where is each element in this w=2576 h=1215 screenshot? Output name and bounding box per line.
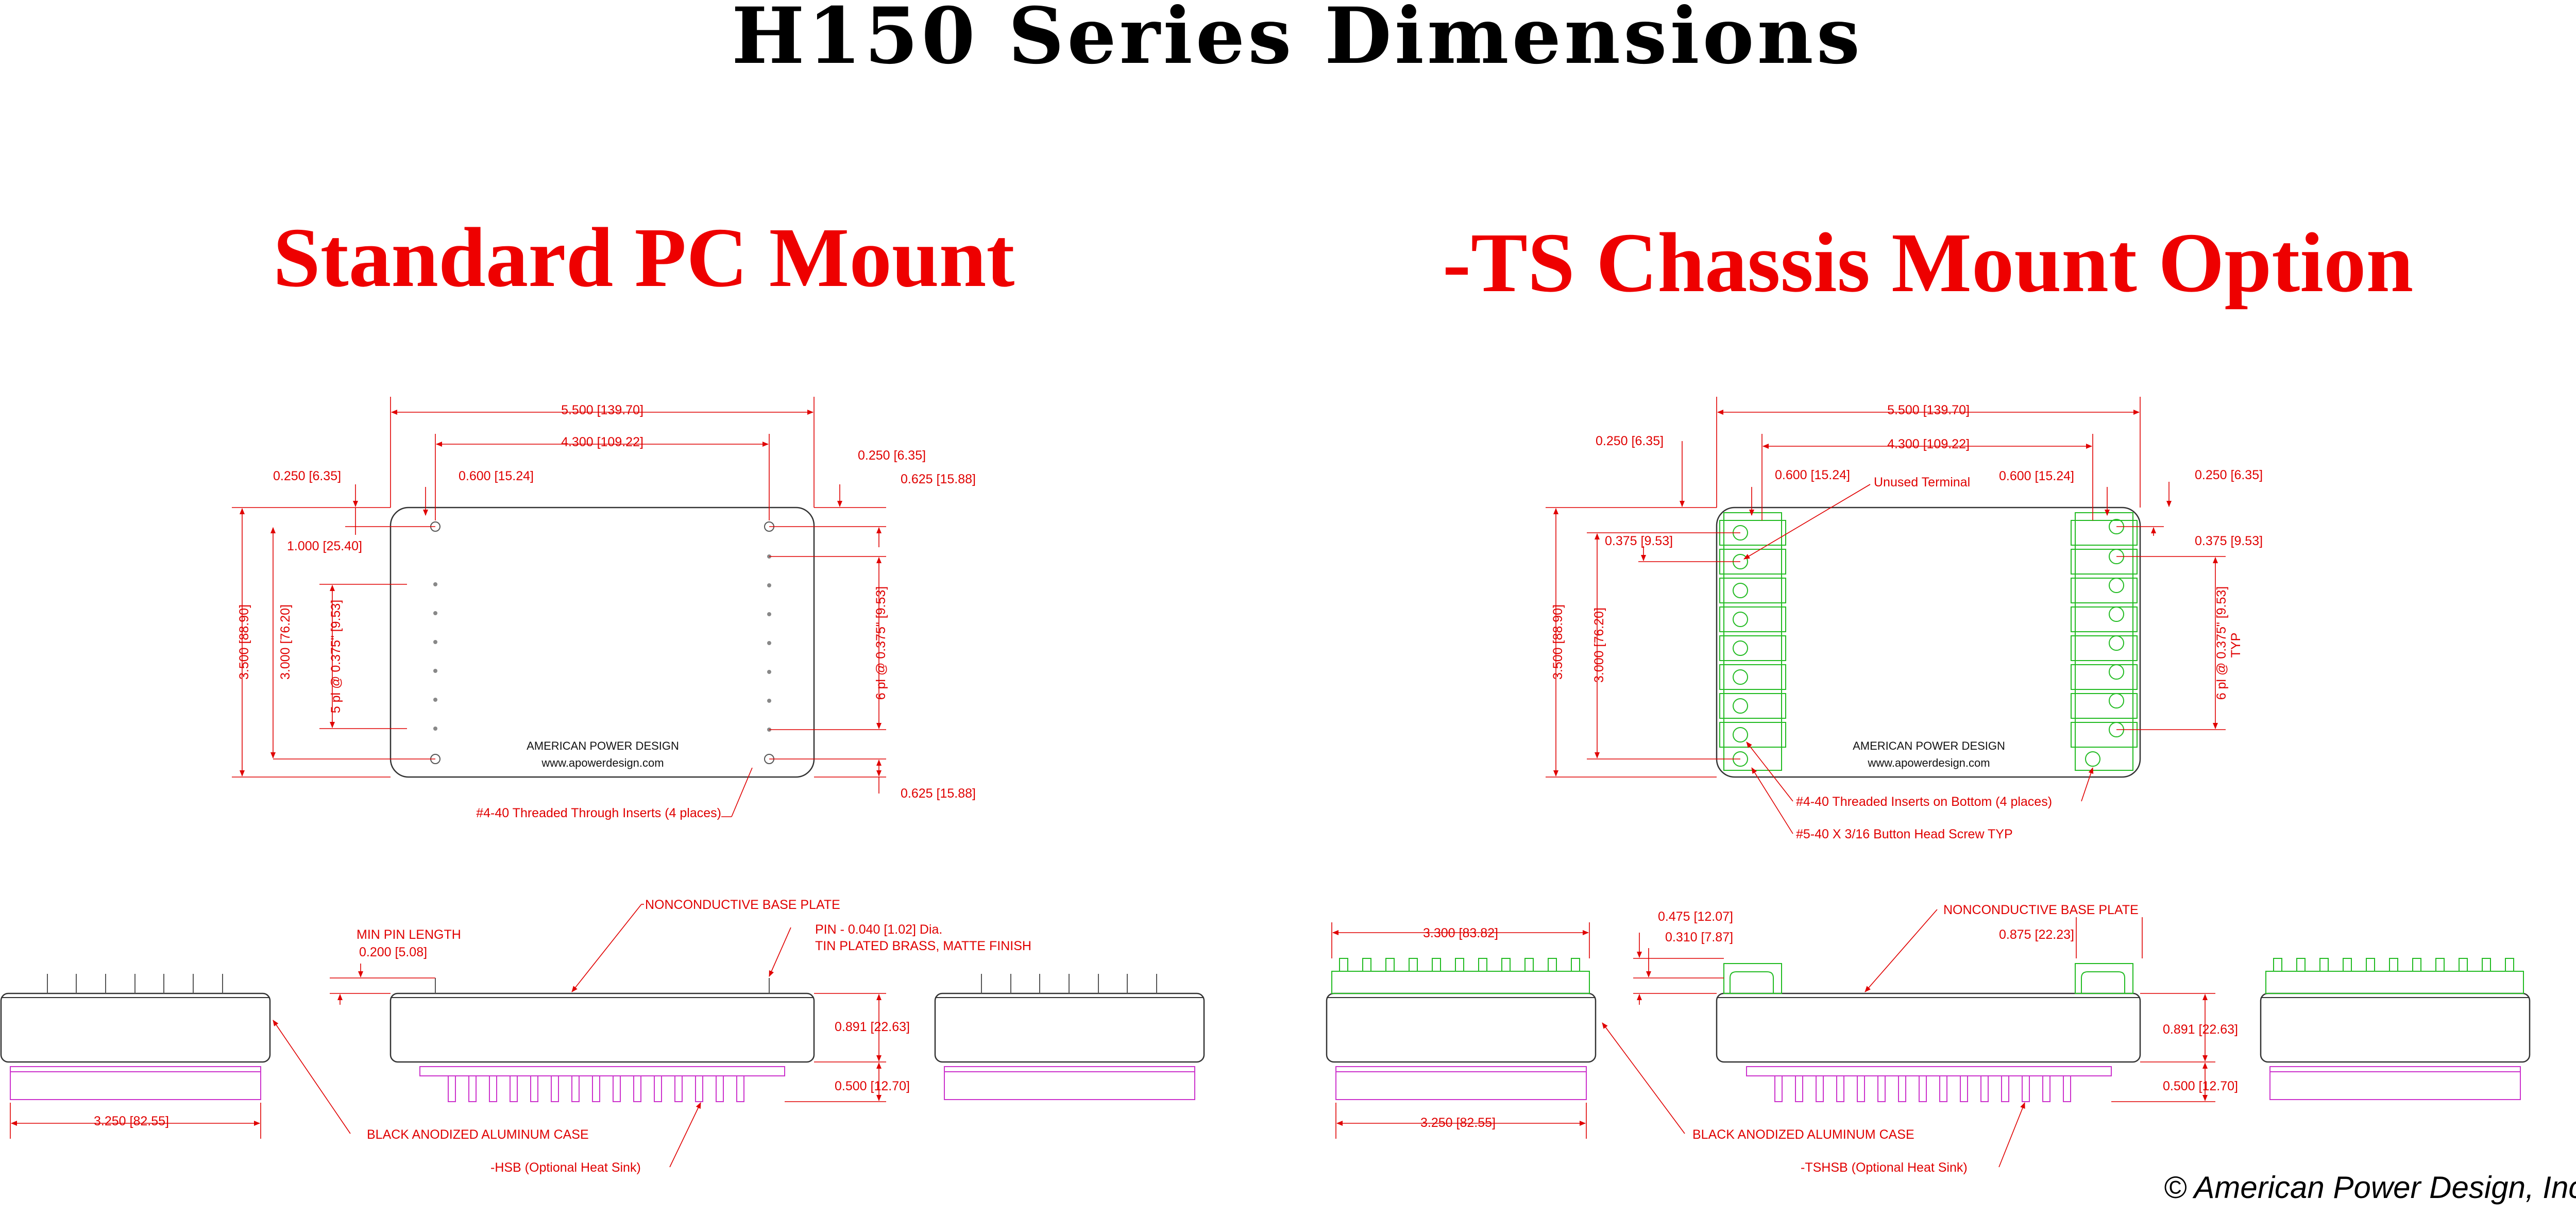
url-label: www.apowerdesign.com <box>541 756 664 769</box>
ts-dim-pitch-typ: TYP <box>2229 633 2243 658</box>
ts-h2: 0.310 [7.87] <box>1665 930 1733 944</box>
dim-inner-width: 4.300 [109.22] <box>561 435 643 449</box>
dim-bottom-right: 0.625 [15.88] <box>901 786 976 801</box>
heat-sink-end-right <box>944 1066 1195 1100</box>
copyright-notice: © American Power Design, Inc. <box>2163 1170 2576 1205</box>
ts-dim-inner-height: 3.000 [76.20] <box>1592 608 1606 683</box>
standard-pc-mount-title: Standard PC Mount <box>273 210 1015 305</box>
ts-dim-pitch: 6 pl @ 0.375" [9.53] <box>2214 586 2229 700</box>
pin-note-1: PIN - 0.040 [1.02] Dia. <box>815 922 942 937</box>
base-plate-label: NONCONDUCTIVE BASE PLATE <box>645 898 840 912</box>
ts-block-depth: 3.300 [83.82] <box>1423 926 1498 940</box>
ts-dim-width: 5.500 [139.70] <box>1887 403 1970 417</box>
dim-edge-right: 0.250 [6.35] <box>858 448 926 463</box>
ts-term-width: 0.875 [22.23] <box>1999 927 2074 942</box>
pin-note-2: TIN PLATED BRASS, MATTE FINISH <box>815 939 1031 953</box>
ts-dim-height: 3.500 [88.90] <box>1551 604 1565 680</box>
end-pins <box>47 974 223 993</box>
ts-side-terminals <box>1723 963 2133 994</box>
ts-heat-sink-fins <box>1774 1075 2071 1102</box>
terminal-block-right <box>2071 512 2138 771</box>
dim-height: 3.500 [88.90] <box>237 604 251 680</box>
ts-dim-edge-left: 0.250 [6.35] <box>1596 434 1664 448</box>
dim-inner-height: 3.000 [76.20] <box>278 604 293 680</box>
ts-dim-offset-left: 0.600 [15.24] <box>1775 468 1850 482</box>
ts-end-terminal-right <box>2265 958 2524 994</box>
page-title: H150 Series Dimensions <box>731 0 1863 81</box>
dim-pin-offset: 1.000 [25.40] <box>287 539 362 553</box>
side-view-center <box>389 992 815 1063</box>
ts-end-view-right <box>2260 992 2531 1063</box>
url-label-ts: www.apowerdesign.com <box>1867 756 1990 769</box>
unused-terminal-label: Unused Terminal <box>1874 475 1970 490</box>
heat-sink-base <box>419 1066 785 1076</box>
heat-sink-end <box>10 1066 261 1100</box>
min-pin-length-label: MIN PIN LENGTH <box>357 927 461 942</box>
ts-dim-inner-width: 4.300 [109.22] <box>1887 437 1970 451</box>
ts-end-terminal-left <box>1331 958 1590 994</box>
inserts-note: #4-40 Threaded Through Inserts (4 places… <box>476 806 721 820</box>
right-pin-row <box>767 554 771 732</box>
ts-heat-sink-base <box>1746 1066 2112 1076</box>
ts-dim-offset-right: 0.600 [15.24] <box>1999 469 2074 483</box>
ts-end-view-left <box>1326 992 1597 1063</box>
case-label: BLACK ANODIZED ALUMINUM CASE <box>367 1127 589 1142</box>
terminal-block-left <box>1719 512 1786 771</box>
ts-h1: 0.475 [12.07] <box>1658 909 1733 924</box>
ts-side-view-center <box>1716 992 2141 1063</box>
ts-dim-edge-right: 0.250 [6.35] <box>2195 468 2263 482</box>
left-side-views: MIN PIN LENGTH 0.200 [5.08] NONCONDUCTIV… <box>0 898 1205 1175</box>
brand-label-ts: AMERICAN POWER DESIGN <box>1853 739 2005 752</box>
brand-label: AMERICAN POWER DESIGN <box>527 739 679 752</box>
left-top-view: AMERICAN POWER DESIGN www.apowerdesign.c… <box>232 397 976 820</box>
ts-heat-sink-end-right <box>2269 1066 2521 1100</box>
right-top-view: AMERICAN POWER DESIGN www.apowerdesign.c… <box>1546 397 2263 841</box>
left-pin-row <box>433 582 437 731</box>
right-side-views: 3.300 [83.82] 0.475 [12.07] 0.310 [7.87]… <box>1326 903 2531 1175</box>
ts-inserts-note: #4-40 Threaded Inserts on Bottom (4 plac… <box>1796 795 2052 809</box>
ts-dim-term-right: 0.375 [9.53] <box>2195 534 2263 548</box>
end-view-right <box>934 992 1205 1063</box>
dim-pitch-left: 5 pl @ 0.375" [9.53] <box>329 600 343 714</box>
side-height: 0.891 [22.63] <box>835 1020 910 1034</box>
ts-heat-sink-label: -TSHSB (Optional Heat Sink) <box>1801 1160 1968 1175</box>
ts-dim-term-left: 0.375 [9.53] <box>1605 534 1673 548</box>
ts-heat-sink-end <box>1335 1066 1587 1100</box>
module-outline-ts <box>1716 507 2141 778</box>
heat-sink-fins <box>448 1075 744 1102</box>
dim-offset-left: 0.600 [15.24] <box>459 469 534 483</box>
min-pin-length-value: 0.200 [5.08] <box>359 945 427 959</box>
end-depth: 3.250 [82.55] <box>94 1114 169 1128</box>
ts-side-height: 0.891 [22.63] <box>2163 1022 2238 1037</box>
module-outline <box>389 507 815 778</box>
ts-sink-height: 0.500 [12.70] <box>2163 1079 2238 1093</box>
dim-top-right: 0.625 [15.88] <box>901 472 976 486</box>
dim-width: 5.500 [139.70] <box>561 403 643 417</box>
dim-pitch-right: 6 pl @ 0.375" [9.53] <box>874 586 888 700</box>
ts-chassis-mount-title: -TS Chassis Mount Option <box>1443 215 2414 310</box>
dim-edge-left: 0.250 [6.35] <box>273 469 341 483</box>
ts-end-depth: 3.250 [82.55] <box>1420 1116 1496 1130</box>
sink-height: 0.500 [12.70] <box>835 1079 910 1093</box>
ts-base-plate: NONCONDUCTIVE BASE PLATE <box>1943 903 2139 917</box>
end-view-left <box>0 992 271 1063</box>
ts-screw-note: #5-40 X 3/16 Button Head Screw TYP <box>1796 827 2013 841</box>
heat-sink-label: -HSB (Optional Heat Sink) <box>490 1160 641 1175</box>
ts-case-label: BLACK ANODIZED ALUMINUM CASE <box>1692 1127 1914 1142</box>
